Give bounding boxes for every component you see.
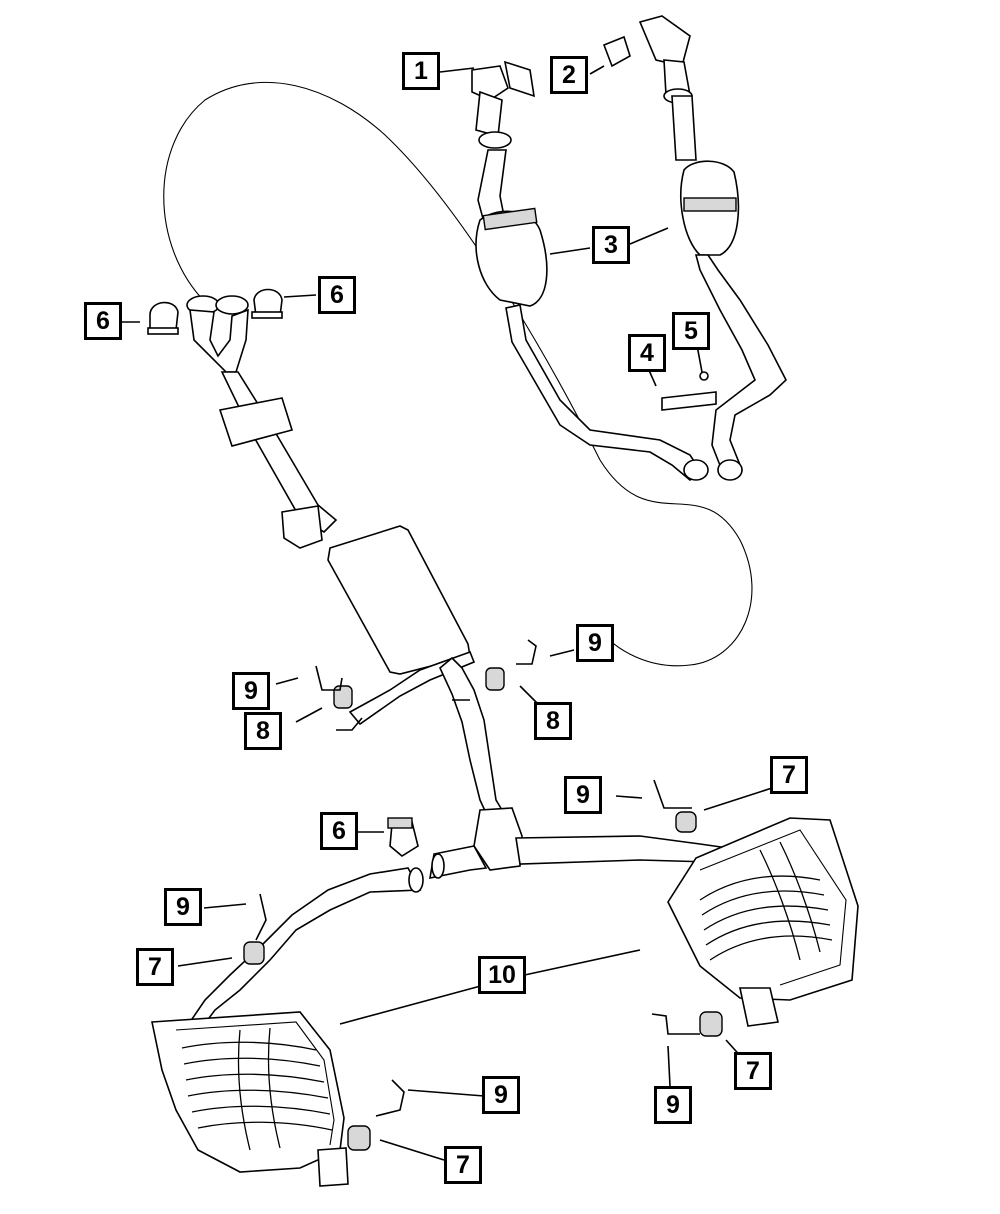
- pipe-heat-shield: [218, 397, 294, 447]
- callout-9-hanger-rear-right-upper: 9: [564, 776, 602, 814]
- callout-7-isolator-rear-left-lower: 7: [444, 1146, 482, 1184]
- right-gasket: [602, 35, 631, 68]
- left-manifold-flange: [471, 65, 512, 149]
- rear-pipe-inlet: [431, 853, 445, 879]
- callout-6-clamp-rear: 6: [320, 812, 358, 850]
- isolator-left-resonator: [333, 685, 353, 709]
- resonator-hanger-rod: [336, 717, 363, 731]
- callout-7-isolator-rear-right-upper: 7: [770, 756, 808, 794]
- rear-left-muffler: [151, 1011, 349, 1187]
- left-lower-pipe: [505, 304, 702, 482]
- clamp-rear: [387, 817, 419, 857]
- callout-7-isolator-rear-right-lower: 7: [734, 1052, 772, 1090]
- callout-9-hanger-rear-right-lower: 9: [654, 1086, 692, 1124]
- callout-9-hanger-right-resonator: 9: [576, 624, 614, 662]
- bracket-nut: [699, 371, 709, 381]
- hanger-right-resonator: [516, 639, 537, 665]
- rear-right-muffler: [667, 817, 859, 1027]
- callout-1-exhaust-manifold: 1: [402, 52, 440, 90]
- callout-9-hanger-rear-left-upper: 9: [164, 888, 202, 926]
- right-converter-band: [683, 197, 737, 212]
- callout-9-hanger-rear-left-lower: 9: [482, 1076, 520, 1114]
- hanger-rear-right-upper: [653, 779, 692, 809]
- callout-6-clamp-right: 6: [318, 276, 356, 314]
- callout-9-hanger-left-resonator: 9: [232, 672, 270, 710]
- isolator-rear-right-lower: [699, 1011, 723, 1037]
- clamp-right: [251, 288, 283, 319]
- callout-10-muffler-tailpipe-assembly: 10: [478, 956, 526, 994]
- isolator-rear-left-upper: [243, 941, 265, 965]
- hanger-rear-right-lower: [651, 1013, 700, 1035]
- left-gasket: [503, 60, 535, 98]
- callout-4-bracket: 4: [628, 334, 666, 372]
- left-outlet: [683, 459, 709, 481]
- callout-3-catalytic-converter: 3: [592, 226, 630, 264]
- pipe-hanger: [281, 505, 323, 549]
- left-converter-band: [482, 207, 538, 231]
- isolator-rear-left-lower: [347, 1125, 371, 1151]
- hanger-rear-left-lower: [375, 1079, 405, 1117]
- crossover-bracket: [661, 391, 717, 411]
- right-manifold-flange: [638, 15, 693, 104]
- tailpipe-slip-joint: [408, 867, 424, 893]
- callout-8-isolator-right: 8: [534, 702, 572, 740]
- isolator-right-resonator: [485, 667, 505, 691]
- leader-lines: [122, 65, 773, 1161]
- clamp-left: [147, 301, 179, 335]
- callout-6-clamp-left: 6: [84, 302, 122, 340]
- callout-8-isolator-left: 8: [244, 712, 282, 750]
- rear-left-tailpipe: [188, 867, 422, 1032]
- resonator-muffler: [327, 525, 471, 675]
- right-lower-pipe: [694, 254, 787, 480]
- hanger-left-resonator: [315, 665, 343, 691]
- callout-7-isolator-rear-left-upper: 7: [136, 948, 174, 986]
- right-outlet: [717, 459, 743, 481]
- section-outline: [163, 81, 753, 667]
- callout-5-nut: 5: [672, 312, 710, 350]
- isolator-rear-right-upper: [675, 811, 697, 833]
- intermediate-pipe-inlet: [186, 295, 249, 373]
- right-downpipe: [671, 95, 697, 161]
- hanger-rear-left-upper: [255, 893, 267, 941]
- callout-2-gasket: 2: [550, 56, 588, 94]
